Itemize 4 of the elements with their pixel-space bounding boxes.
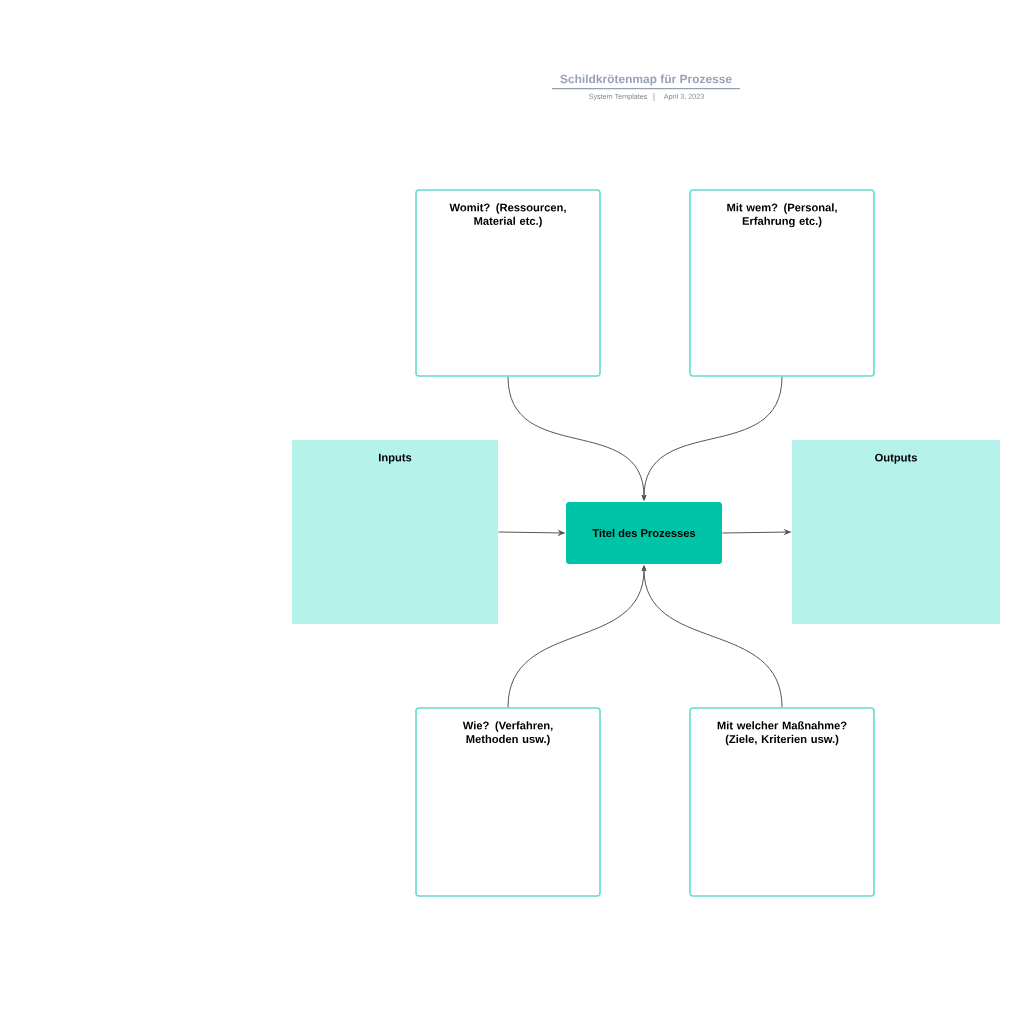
arrow	[497, 530, 565, 536]
arrow	[721, 529, 791, 535]
arrow	[641, 565, 783, 708]
arrow	[641, 376, 783, 501]
